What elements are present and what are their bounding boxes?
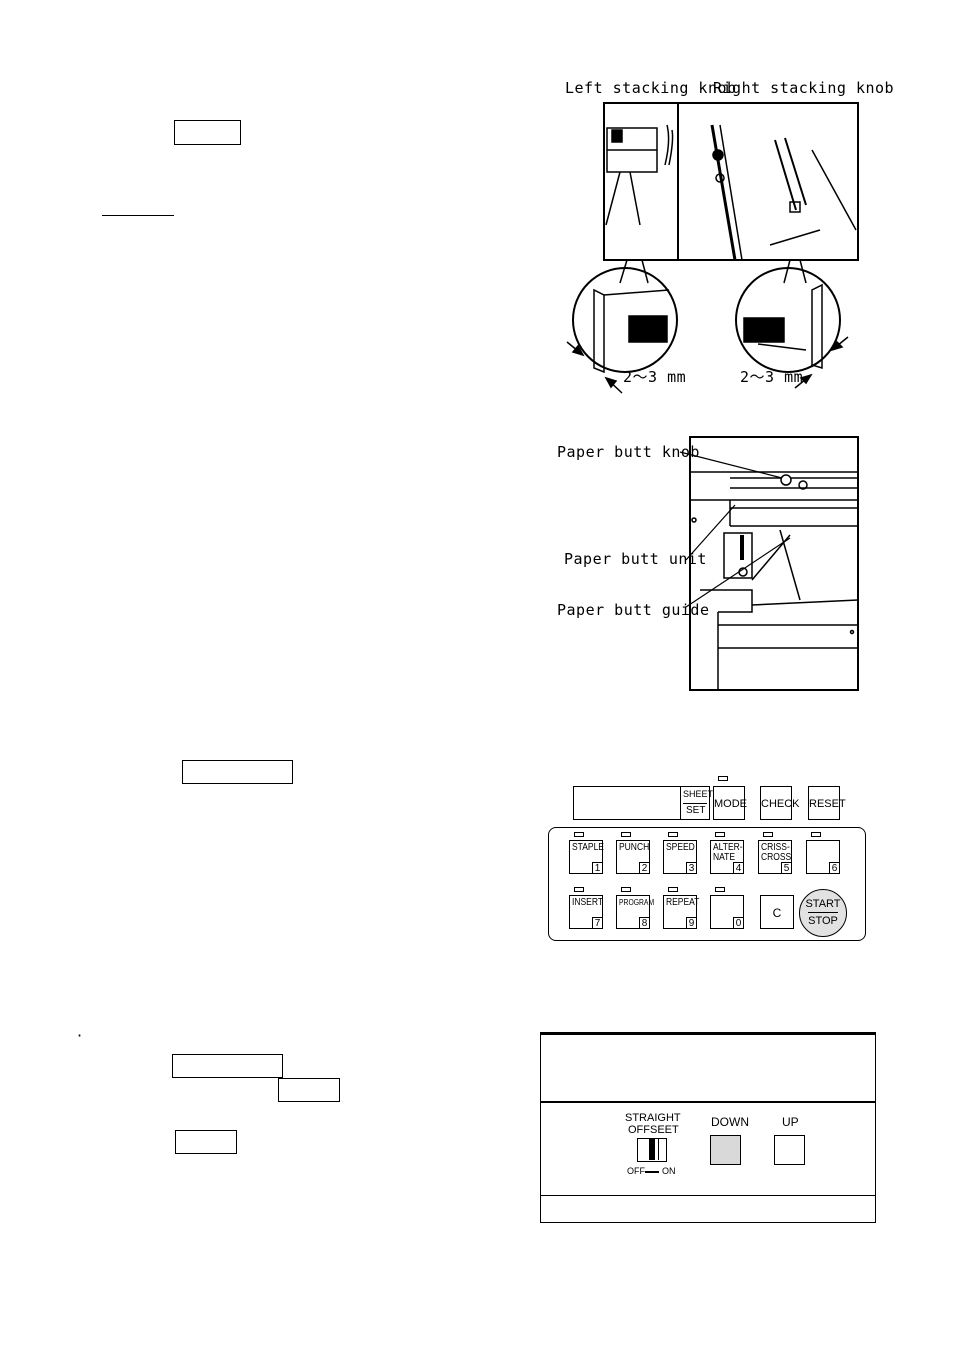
crisscross-key-label: CRISS- CROSS — [761, 842, 792, 863]
program-key[interactable]: PROGRAM 8 — [616, 895, 654, 929]
left-measurement-label: 2～3 mm — [623, 368, 687, 386]
sheet-set-divider — [680, 786, 681, 820]
paper-butt-drawing — [679, 436, 859, 691]
program-led — [621, 887, 631, 892]
crisscross-led — [763, 832, 773, 837]
key-placeholder-box-4 — [278, 1078, 340, 1102]
start-stop-rule — [808, 912, 838, 913]
down-button[interactable] — [710, 1135, 741, 1165]
program-key-label: PROGRAM — [619, 898, 655, 907]
set-label: SET — [686, 805, 706, 816]
stacking-knob-drawing — [566, 102, 859, 394]
key-0[interactable]: 0 — [710, 895, 744, 929]
alternate-key-label: ALTER- NATE — [713, 842, 743, 863]
mode-button-label: MODE — [714, 798, 747, 810]
key-placeholder-box-3 — [172, 1054, 283, 1078]
tray-panel-frame — [540, 1032, 876, 1223]
repeat-led — [668, 887, 678, 892]
check-button-label: CHECK — [761, 798, 800, 810]
tray-panel-upper-divider — [540, 1101, 876, 1103]
key-0-led — [715, 887, 725, 892]
paper-butt-guide-label: Paper butt guide — [557, 601, 710, 619]
off-on-rule — [645, 1171, 659, 1173]
speed-led — [668, 832, 678, 837]
insert-led — [574, 887, 584, 892]
paper-butt-knob-label: Paper butt knob — [557, 443, 700, 461]
right-stacking-knob-label: Right stacking knob — [713, 79, 895, 97]
key-number-4: 4 — [733, 862, 744, 874]
mode-button[interactable]: MODE — [713, 786, 747, 820]
staple-key-label: STAPLE — [572, 842, 604, 853]
staple-led — [574, 832, 584, 837]
display-window — [573, 786, 710, 820]
stop-label: STOP — [808, 915, 838, 927]
insert-key[interactable]: INSERT 7 — [569, 895, 603, 929]
straight-label: STRAIGHT — [625, 1112, 681, 1124]
reset-button-label: RESET — [809, 798, 846, 810]
staple-key[interactable]: STAPLE 1 — [569, 840, 604, 874]
speed-key-label: SPEED — [666, 842, 695, 853]
key-number-2: 2 — [639, 862, 650, 874]
left-stacking-knob-label: Left stacking knob — [565, 79, 737, 97]
speed-key[interactable]: SPEED 3 — [663, 840, 697, 874]
up-label: UP — [782, 1115, 799, 1129]
clear-key-label: C — [772, 906, 782, 920]
sheet-label: SHEET — [683, 789, 714, 799]
punch-key[interactable]: PUNCH 2 — [616, 840, 650, 874]
straight-offset-switch[interactable] — [637, 1138, 667, 1162]
switch-lever — [649, 1139, 655, 1160]
key-6[interactable]: 6 — [806, 840, 840, 874]
punch-key-label: PUNCH — [619, 842, 650, 853]
key-number-8: 8 — [639, 917, 650, 929]
tray-panel-lower-divider — [540, 1195, 876, 1196]
key-number-6: 6 — [829, 862, 840, 874]
clear-key[interactable]: C — [760, 895, 794, 929]
paper-butt-unit-label: Paper butt unit — [564, 550, 707, 568]
key-number-9: 9 — [686, 917, 697, 929]
sheet-set-rule — [683, 803, 707, 804]
up-button[interactable] — [774, 1135, 805, 1165]
start-stop-button[interactable]: START STOP — [799, 889, 847, 937]
punch-led — [621, 832, 631, 837]
insert-key-label: INSERT — [572, 897, 604, 908]
repeat-key[interactable]: REPEAT 9 — [663, 895, 700, 929]
key-placeholder-box-5 — [175, 1130, 237, 1154]
mode-led — [718, 776, 728, 781]
key-number-0: 0 — [733, 917, 744, 929]
key-number-5: 5 — [781, 862, 792, 874]
bullet-mark: · — [77, 1026, 83, 1045]
offset-label: OFFSEET — [628, 1124, 679, 1136]
down-label: DOWN — [711, 1115, 749, 1129]
switch-divider — [658, 1139, 659, 1160]
start-label: START — [805, 898, 841, 910]
key-6-led — [811, 832, 821, 837]
on-label: ON — [662, 1166, 676, 1176]
right-measurement-label: 2～3 mm — [740, 368, 804, 386]
key-number-7: 7 — [592, 917, 603, 929]
key-number-1: 1 — [592, 862, 603, 874]
key-placeholder-box-1 — [174, 120, 241, 145]
keypad-panel — [548, 827, 866, 941]
off-label: OFF — [627, 1166, 645, 1176]
key-placeholder-box-2 — [182, 760, 293, 784]
key-number-3: 3 — [686, 862, 697, 874]
alternate-led — [715, 832, 725, 837]
underline-rule — [102, 215, 174, 216]
check-button[interactable]: CHECK — [760, 786, 800, 820]
reset-button[interactable]: RESET — [808, 786, 846, 820]
repeat-key-label: REPEAT — [666, 897, 700, 908]
